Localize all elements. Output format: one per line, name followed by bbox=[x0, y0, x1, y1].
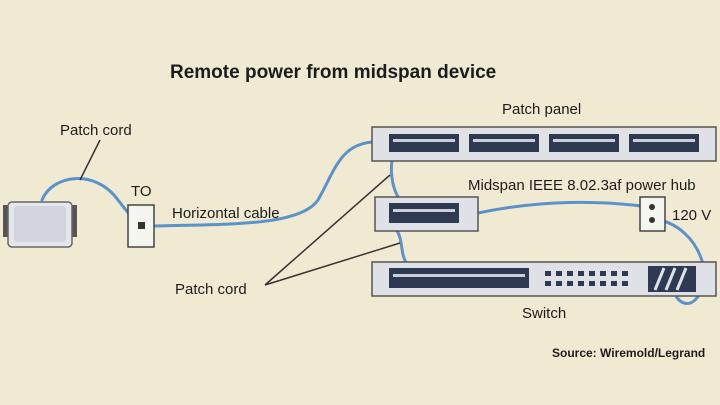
midspan-power-hub-icon bbox=[374, 196, 479, 232]
patch-panel-icon bbox=[371, 126, 717, 162]
wireless-access-point-icon bbox=[3, 201, 77, 248]
label-horizontal-cable: Horizontal cable bbox=[172, 205, 280, 222]
label-voltage: 120 V bbox=[672, 207, 711, 224]
diagram-title: Remote power from midspan device bbox=[170, 62, 496, 83]
label-switch: Switch bbox=[522, 305, 566, 322]
label-source: Source: Wiremold/Legrand bbox=[552, 346, 705, 360]
callout-patch-cord-top bbox=[79, 139, 101, 181]
hub-to-power-outlet-cable bbox=[476, 200, 650, 215]
callout-patch-cord-a bbox=[264, 174, 391, 286]
label-to: TO bbox=[131, 183, 152, 200]
patch-cord-panel-to-hub bbox=[389, 158, 402, 202]
label-patch-cord-bottom: Patch cord bbox=[175, 281, 247, 298]
network-switch-icon bbox=[371, 261, 717, 297]
label-midspan: Midspan IEEE 8.02.3af power hub bbox=[468, 177, 696, 194]
label-patch-cord-top: Patch cord bbox=[60, 122, 132, 139]
label-patch-panel: Patch panel bbox=[502, 101, 581, 118]
callout-lines bbox=[79, 139, 401, 286]
horizontal-cable bbox=[153, 140, 374, 228]
telecom-outlet-icon bbox=[127, 204, 155, 248]
power-outlet-icon bbox=[639, 196, 666, 232]
callout-patch-cord-b bbox=[264, 242, 401, 286]
